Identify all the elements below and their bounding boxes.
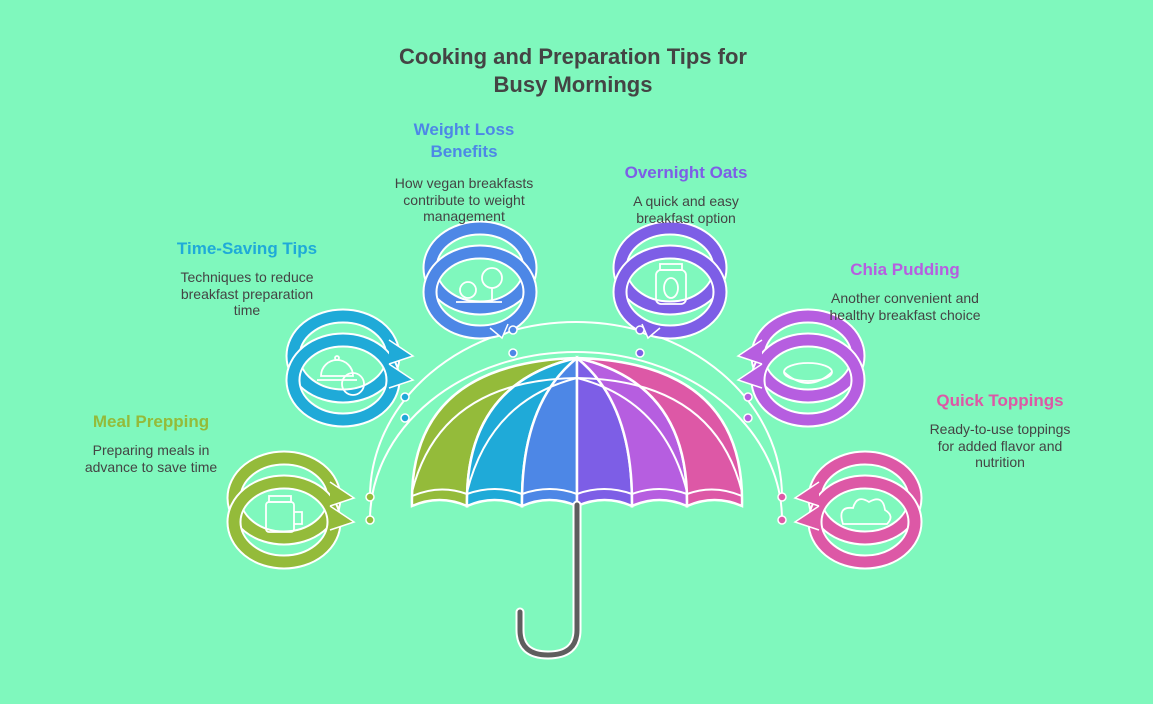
connector-arc-outer bbox=[369, 321, 783, 498]
bowl-icon bbox=[783, 362, 833, 384]
bubble-jar-mug-icon bbox=[226, 450, 356, 570]
bubble-pointer bbox=[388, 339, 415, 389]
connector-dot bbox=[400, 392, 410, 402]
bubble-ring bbox=[424, 246, 536, 338]
item-heading: Meal Prepping bbox=[92, 412, 210, 431]
connector-dot bbox=[635, 325, 645, 335]
title-line-2: Busy Mornings bbox=[493, 72, 653, 97]
apple bbox=[459, 281, 477, 299]
lid bbox=[268, 495, 292, 503]
oats-jar-icon bbox=[655, 263, 687, 305]
page-title: Cooking and Preparation Tips for Busy Mo… bbox=[399, 43, 747, 99]
bubble-pointer bbox=[736, 339, 763, 389]
connector-dot bbox=[743, 413, 753, 423]
bubble-ring bbox=[424, 222, 536, 314]
connector-dot bbox=[508, 348, 518, 358]
jar bbox=[265, 501, 295, 533]
handle-outline bbox=[515, 500, 582, 660]
cloche bbox=[317, 359, 357, 381]
lid bbox=[659, 263, 683, 271]
connector-dot bbox=[777, 515, 787, 525]
item-heading-2: Benefits bbox=[430, 142, 498, 161]
bubble-cloche-clock-icon bbox=[285, 308, 415, 428]
cloche-clock-icon bbox=[317, 355, 365, 396]
title-line-1: Cooking and Preparation Tips for bbox=[399, 44, 747, 69]
bubble-pointer bbox=[329, 481, 356, 531]
apple-scale-icon bbox=[456, 267, 503, 303]
bubble-oats-jar-icon bbox=[612, 220, 728, 340]
item-heading: Quick Toppings bbox=[936, 391, 1064, 410]
bubble-apple-scale-icon bbox=[422, 220, 538, 340]
bubble-bowl-icon bbox=[736, 308, 866, 428]
connector-dot bbox=[508, 325, 518, 335]
leafy-greens-icon bbox=[840, 498, 892, 525]
connector-dot bbox=[365, 515, 375, 525]
clock bbox=[341, 372, 365, 396]
item-heading: Weight Loss bbox=[413, 120, 515, 139]
item-heading: Overnight Oats bbox=[624, 163, 748, 182]
umbrella-hem bbox=[411, 488, 743, 497]
item-heading: Chia Pudding bbox=[850, 260, 960, 279]
scale-base bbox=[456, 288, 502, 303]
bubble-pointer bbox=[793, 481, 820, 531]
mug-handle bbox=[294, 511, 303, 525]
connector-dot bbox=[365, 492, 375, 502]
jar-mug-icon bbox=[265, 495, 303, 533]
umbrella-rib bbox=[466, 376, 688, 493]
bubble-pointer bbox=[489, 323, 509, 340]
connector-dot bbox=[743, 392, 753, 402]
scale-dial bbox=[481, 267, 503, 289]
knob bbox=[334, 355, 340, 361]
bean bbox=[663, 277, 679, 299]
greens bbox=[840, 498, 892, 525]
item-weight-loss-benefits: Weight Loss Benefits How vegan breakfast… bbox=[395, 119, 534, 225]
umbrella-panel bbox=[576, 356, 744, 508]
connector-arc-inner bbox=[369, 351, 783, 521]
connector-dot bbox=[635, 348, 645, 358]
bubble-leafy-greens-icon bbox=[793, 450, 923, 570]
bubble-ring bbox=[614, 246, 726, 338]
bubble-ring bbox=[614, 222, 726, 314]
connector-dot bbox=[400, 413, 410, 423]
bowl bbox=[783, 371, 833, 384]
umbrella-handle bbox=[517, 502, 580, 658]
connector-dot bbox=[777, 492, 787, 502]
item-heading: Time-Saving Tips bbox=[176, 239, 318, 258]
